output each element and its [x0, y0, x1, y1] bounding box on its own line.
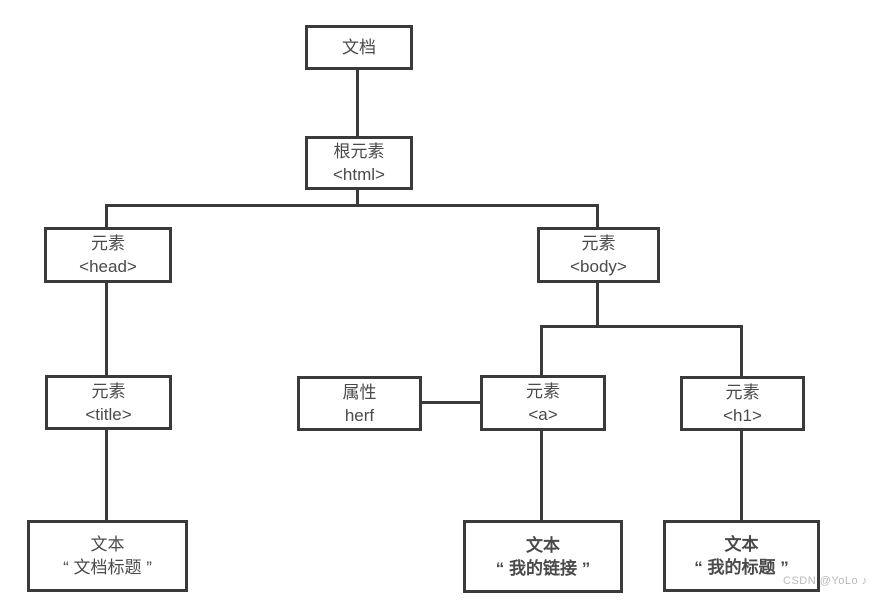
node-body-tag-label: <body> — [570, 257, 627, 276]
connector-document-to-root — [356, 70, 359, 136]
node-element-title: 元素 <title> — [45, 375, 172, 430]
connector-drop-to-head — [105, 204, 108, 227]
node-document-label: 文档 — [342, 38, 376, 57]
node-body-type-label: 元素 — [581, 234, 616, 253]
connector-h1-to-text — [740, 431, 743, 520]
connector-drop-to-a — [540, 325, 543, 375]
node-text-heading-type-label: 文本 — [724, 535, 759, 554]
node-element-head: 元素 <head> — [44, 227, 172, 283]
node-title-tag-label: <title> — [85, 404, 132, 424]
node-element-body: 元素 <body> — [537, 227, 660, 283]
node-a-tag-label: <a> — [528, 405, 558, 424]
node-root-tag-label: <html> — [333, 165, 385, 184]
node-a-type-label: 元素 — [526, 382, 560, 401]
node-document: 文档 — [305, 25, 413, 70]
connector-body-stub — [596, 283, 599, 328]
node-title-type-label: 元素 — [91, 381, 126, 401]
connector-drop-to-body — [596, 204, 599, 227]
node-text-title-type-label: 文本 — [90, 535, 125, 554]
node-text-document-title: 文本 “ 文档标题 ” — [27, 520, 188, 592]
connector-a-to-text — [540, 431, 543, 520]
node-text-title-value-label: “ 文档标题 ” — [63, 558, 152, 577]
csdn-watermark: CSDN @YoLo ♪ — [783, 575, 868, 587]
node-head-type-label: 元素 — [91, 234, 125, 253]
node-attribute-herf: 属性 herf — [297, 376, 422, 431]
node-h1-tag-label: <h1> — [723, 405, 762, 425]
connector-title-to-text — [105, 430, 108, 520]
node-text-my-link: 文本 “ 我的链接 ” — [463, 520, 623, 593]
connector-drop-to-h1 — [740, 325, 743, 376]
node-attr-type-label: 属性 — [342, 382, 377, 402]
node-head-tag-label: <head> — [79, 257, 137, 276]
node-text-heading-value-label: “ 我的标题 ” — [694, 558, 789, 577]
node-text-link-value-label: “ 我的链接 ” — [495, 558, 591, 578]
connector-head-to-title — [105, 283, 108, 375]
connector-attr-to-a — [422, 401, 480, 404]
connector-root-horizontal — [105, 204, 599, 207]
node-text-my-heading: 文本 “ 我的标题 ” — [663, 520, 820, 592]
node-root-type-label: 根元素 — [333, 142, 385, 161]
node-h1-type-label: 元素 — [725, 382, 760, 402]
node-text-link-type-label: 文本 — [526, 535, 560, 555]
connector-root-stub — [356, 190, 359, 207]
connector-body-horizontal — [540, 325, 743, 328]
node-attr-value-label: herf — [344, 405, 375, 425]
node-element-a: 元素 <a> — [480, 375, 606, 431]
node-element-h1: 元素 <h1> — [680, 376, 805, 431]
node-root-element-html: 根元素 <html> — [305, 136, 413, 190]
